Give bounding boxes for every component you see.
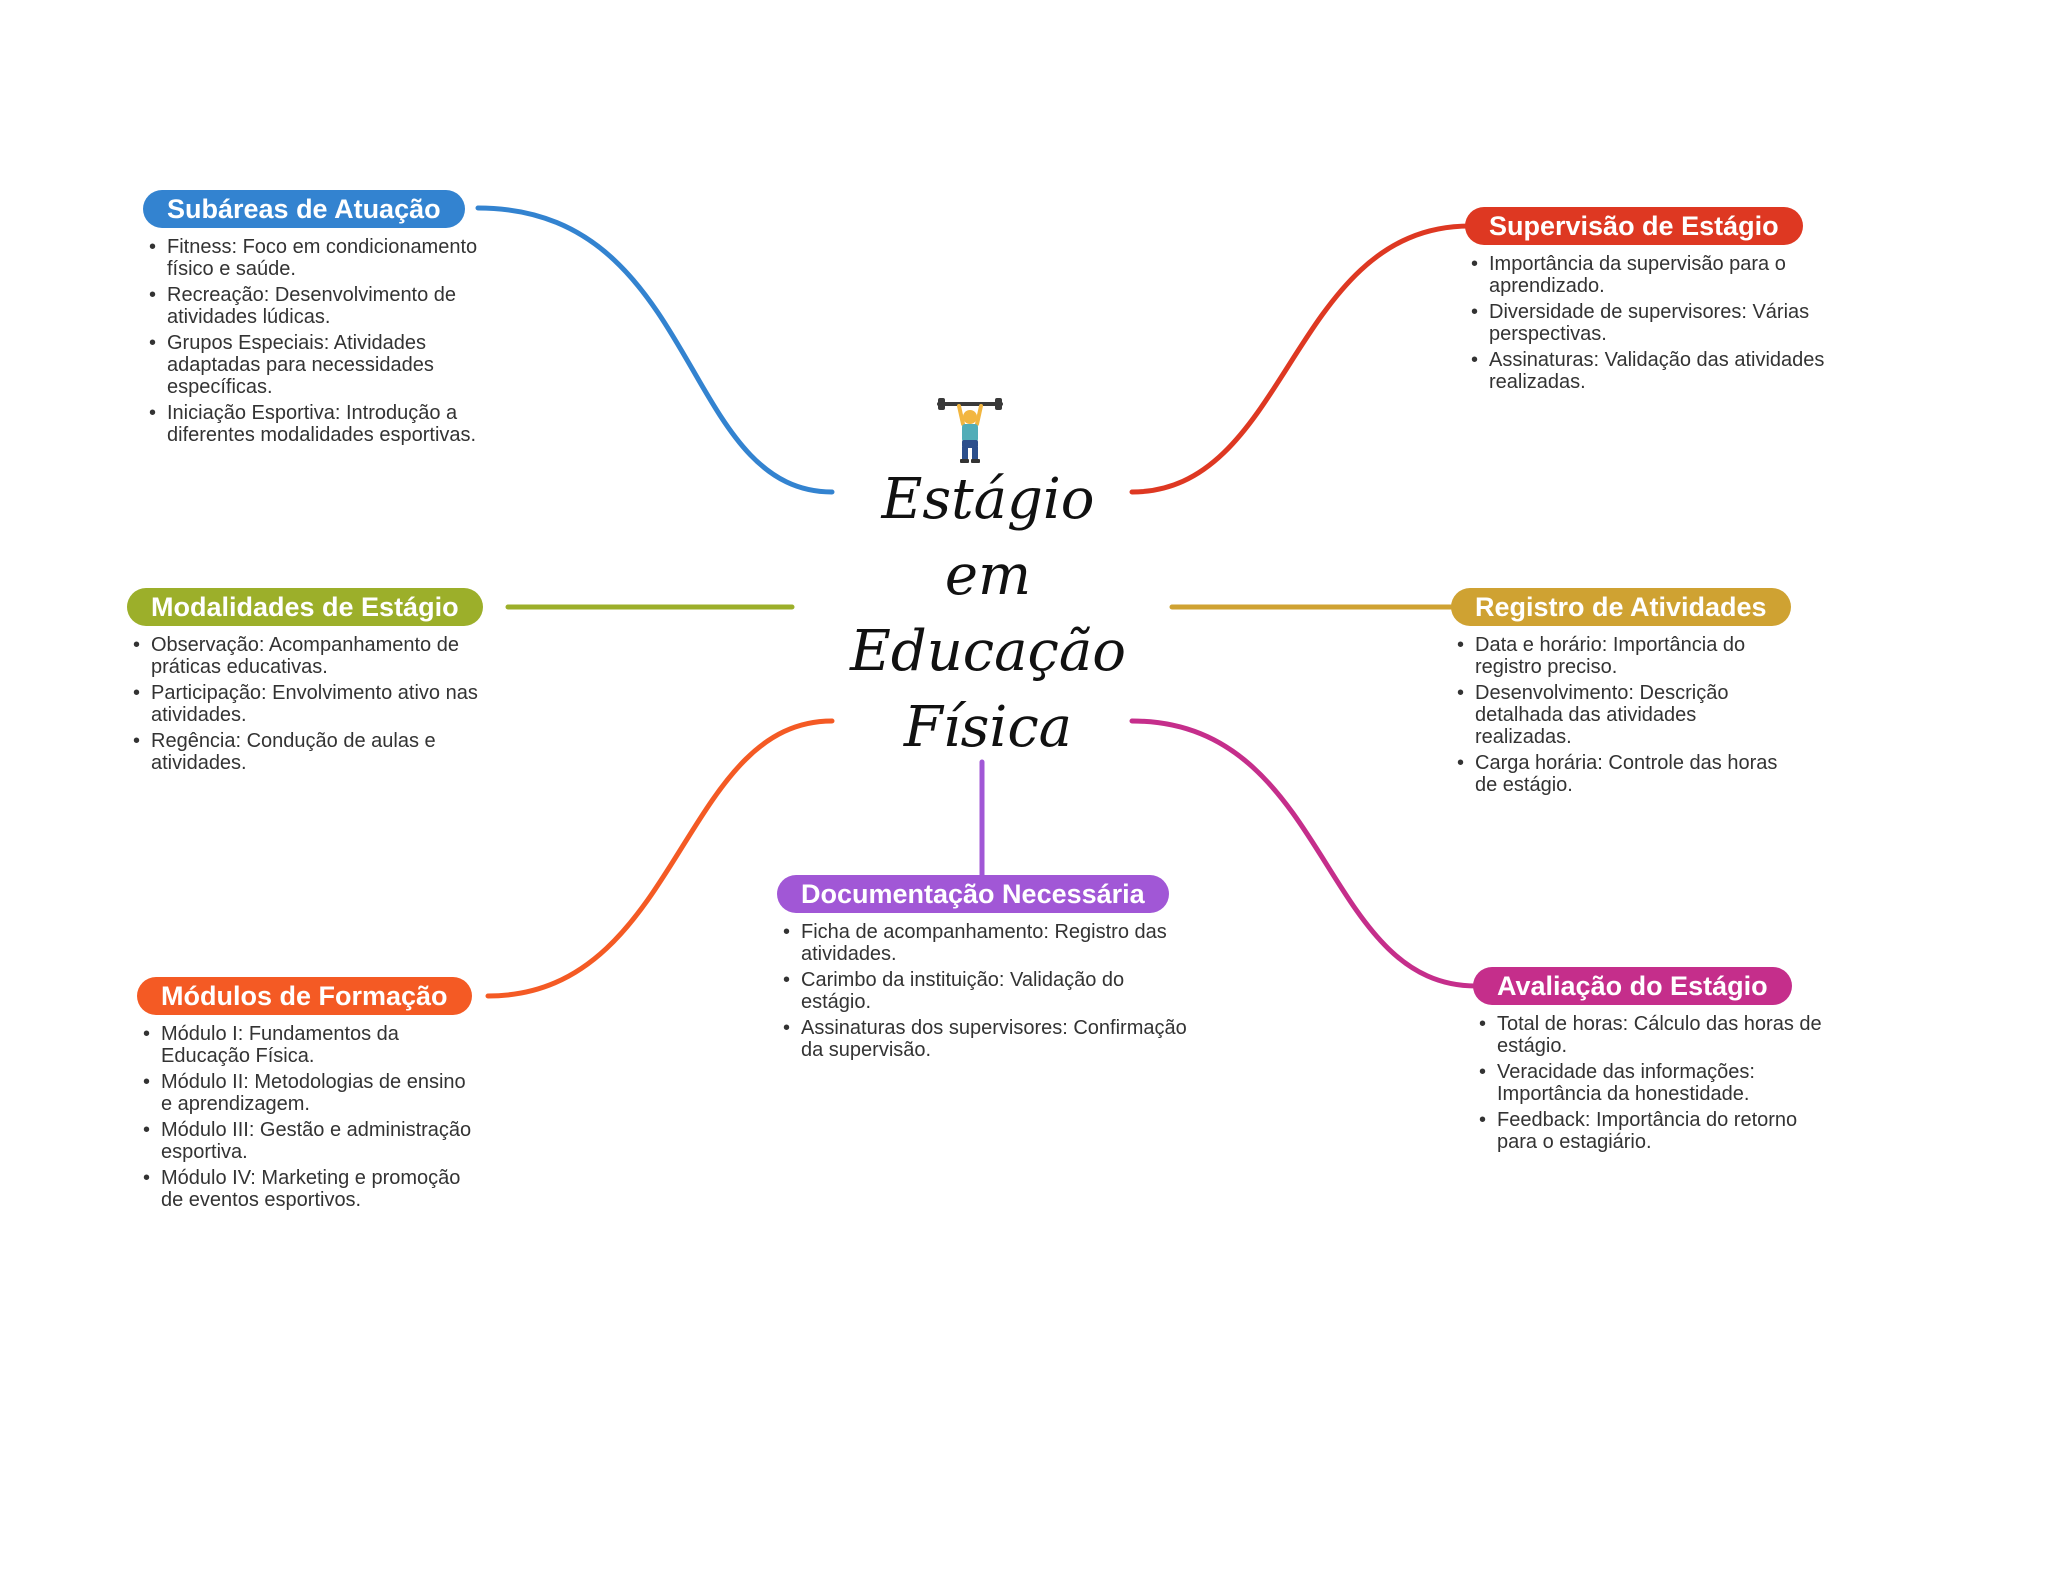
list-item: Recreação: Desenvolvimento de atividades… [149,284,498,328]
central-topic-title: Estágio em Educação Física [838,462,1138,766]
list-item: Grupos Especiais: Atividades adaptadas p… [149,332,498,398]
list-item: Observação: Acompanhamento de práticas e… [133,634,517,678]
list-item: Desenvolvimento: Descrição detalhada das… [1457,682,1796,748]
list-item: Iniciação Esportiva: Introdução a difere… [149,402,498,446]
title-line: Física [903,695,1073,760]
branch-documentacao: Documentação Necessária Ficha de acompan… [777,875,1187,1065]
branch-items: Observação: Acompanhamento de práticas e… [127,634,517,774]
connector-modulos [485,718,835,999]
title-line: Estágio [881,467,1095,532]
list-item: Módulo I: Fundamentos da Educação Física… [143,1023,472,1067]
branch-label[interactable]: Módulos de Formação [137,977,472,1015]
branch-items: Ficha de acompanhamento: Registro das at… [777,921,1187,1061]
branch-registro: Registro de Atividades Data e horário: I… [1451,588,1796,800]
list-item: Veracidade das informações: Importância … [1479,1061,1828,1105]
list-item: Assinaturas: Validação das atividades re… [1471,349,1830,393]
list-item: Total de horas: Cálculo das horas de est… [1479,1013,1828,1057]
branch-label[interactable]: Supervisão de Estágio [1465,207,1803,245]
branch-label[interactable]: Avaliação do Estágio [1473,967,1792,1005]
branch-items: Módulo I: Fundamentos da Educação Física… [137,1023,472,1211]
branch-modalidades: Modalidades de Estágio Observação: Acomp… [127,588,517,778]
title-line: em [944,543,1032,608]
list-item: Carimbo da instituição: Validação do est… [783,969,1187,1013]
branch-items: Total de horas: Cálculo das horas de est… [1473,1013,1828,1153]
branch-label[interactable]: Modalidades de Estágio [127,588,483,626]
branch-supervisao: Supervisão de Estágio Importância da sup… [1465,207,1830,397]
branch-label[interactable]: Registro de Atividades [1451,588,1791,626]
branch-items: Fitness: Foco em condicionamento físico … [143,236,498,446]
connector-subareas [475,205,835,495]
branch-items: Data e horário: Importância do registro … [1451,634,1796,796]
branch-items: Importância da supervisão para o aprendi… [1465,253,1830,393]
weightlifter-icon [937,398,1003,463]
branch-label[interactable]: Subáreas de Atuação [143,190,465,228]
list-item: Participação: Envolvimento ativo nas ati… [133,682,517,726]
list-item: Diversidade de supervisores: Várias pers… [1471,301,1830,345]
branch-avaliacao: Avaliação do Estágio Total de horas: Cál… [1473,967,1828,1157]
list-item: Regência: Condução de aulas e atividades… [133,730,517,774]
title-line: Educação [849,619,1126,684]
branch-subareas: Subáreas de Atuação Fitness: Foco em con… [143,190,498,450]
list-item: Ficha de acompanhamento: Registro das at… [783,921,1187,965]
branch-modulos: Módulos de Formação Módulo I: Fundamento… [137,977,472,1215]
list-item: Fitness: Foco em condicionamento físico … [149,236,498,280]
list-item: Módulo II: Metodologias de ensino e apre… [143,1071,472,1115]
list-item: Módulo IV: Marketing e promoção de event… [143,1167,472,1211]
list-item: Carga horária: Controle das horas de est… [1457,752,1796,796]
connector-supervisao [1129,223,1473,495]
list-item: Assinaturas dos supervisores: Confirmaçã… [783,1017,1187,1061]
list-item: Data e horário: Importância do registro … [1457,634,1796,678]
connector-avaliacao [1129,718,1479,989]
list-item: Feedback: Importância do retorno para o … [1479,1109,1828,1153]
list-item: Módulo III: Gestão e administração espor… [143,1119,472,1163]
branch-label[interactable]: Documentação Necessária [777,875,1169,913]
list-item: Importância da supervisão para o aprendi… [1471,253,1830,297]
